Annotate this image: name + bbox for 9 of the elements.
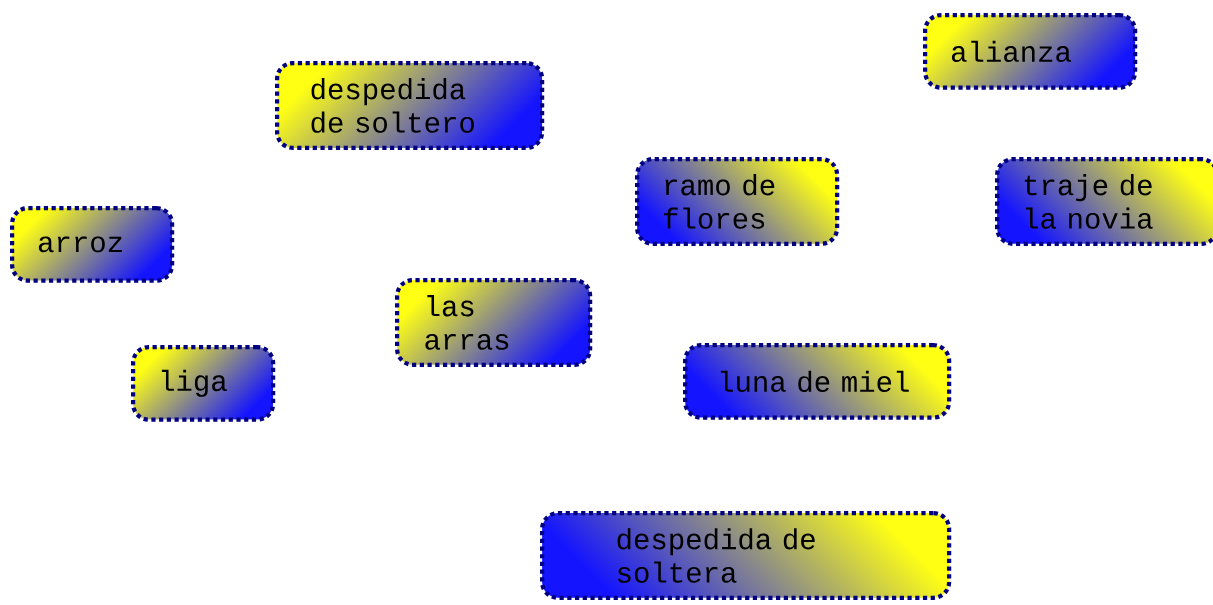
term-box: luna de miel <box>683 343 952 420</box>
term-box: las arras <box>395 278 593 367</box>
term-box: despedida de soltera <box>540 511 952 600</box>
term-box: traje de la novia <box>995 157 1213 246</box>
term-box: ramo de flores <box>635 157 840 246</box>
term-box: liga <box>131 345 276 422</box>
term-box: arroz <box>10 206 175 283</box>
term-box: alianza <box>923 13 1138 90</box>
term-box: despedida de soltero <box>275 61 545 150</box>
